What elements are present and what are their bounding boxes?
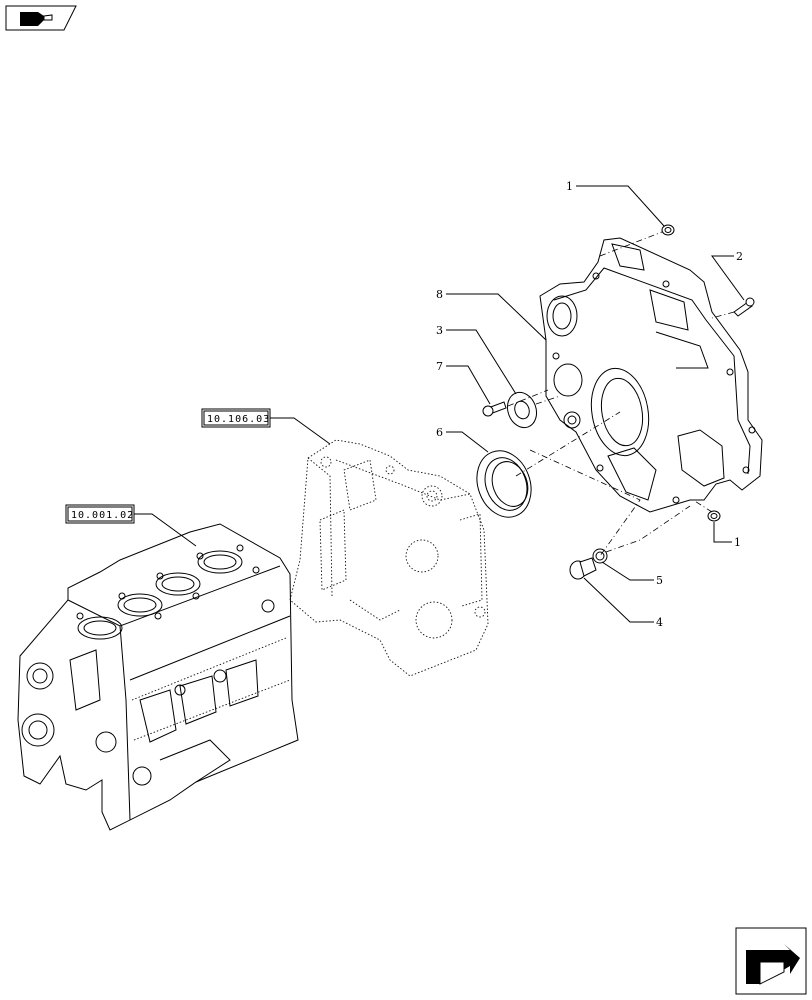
oil-seal-6 xyxy=(476,450,532,518)
callout-labels: 1 2 8 3 7 6 1 5 4 xyxy=(436,180,743,629)
reference-box-10-106-03[interactable]: 10.106.03 xyxy=(201,408,271,428)
callout-1-bottom: 1 xyxy=(734,536,741,549)
assembly-lines xyxy=(507,231,735,557)
callout-6: 6 xyxy=(436,426,443,439)
callout-5: 5 xyxy=(656,574,663,587)
plug-top xyxy=(661,224,675,236)
callout-3: 3 xyxy=(436,324,443,337)
callout-2: 2 xyxy=(736,250,743,263)
callout-7: 7 xyxy=(436,360,443,373)
gear-housing xyxy=(289,439,489,677)
callout-4: 4 xyxy=(656,616,663,629)
drain-plug-4 xyxy=(569,557,597,580)
flywheel-housing xyxy=(539,237,763,513)
leader-lines xyxy=(134,185,745,623)
reference-box-10-001-02[interactable]: 10.001.02 xyxy=(65,504,135,524)
callout-8: 8 xyxy=(436,288,443,301)
bolt-2 xyxy=(733,297,755,317)
engine-block xyxy=(17,523,299,831)
washer-5 xyxy=(592,548,608,564)
reference-code: 10.106.03 xyxy=(207,414,270,425)
book-icon[interactable] xyxy=(5,5,77,31)
plug-bottom xyxy=(707,510,721,522)
bolt-7 xyxy=(482,401,507,417)
callout-1-top: 1 xyxy=(566,180,573,193)
next-page-arrow-icon[interactable] xyxy=(735,927,807,995)
reference-code: 10.001.02 xyxy=(71,510,134,521)
